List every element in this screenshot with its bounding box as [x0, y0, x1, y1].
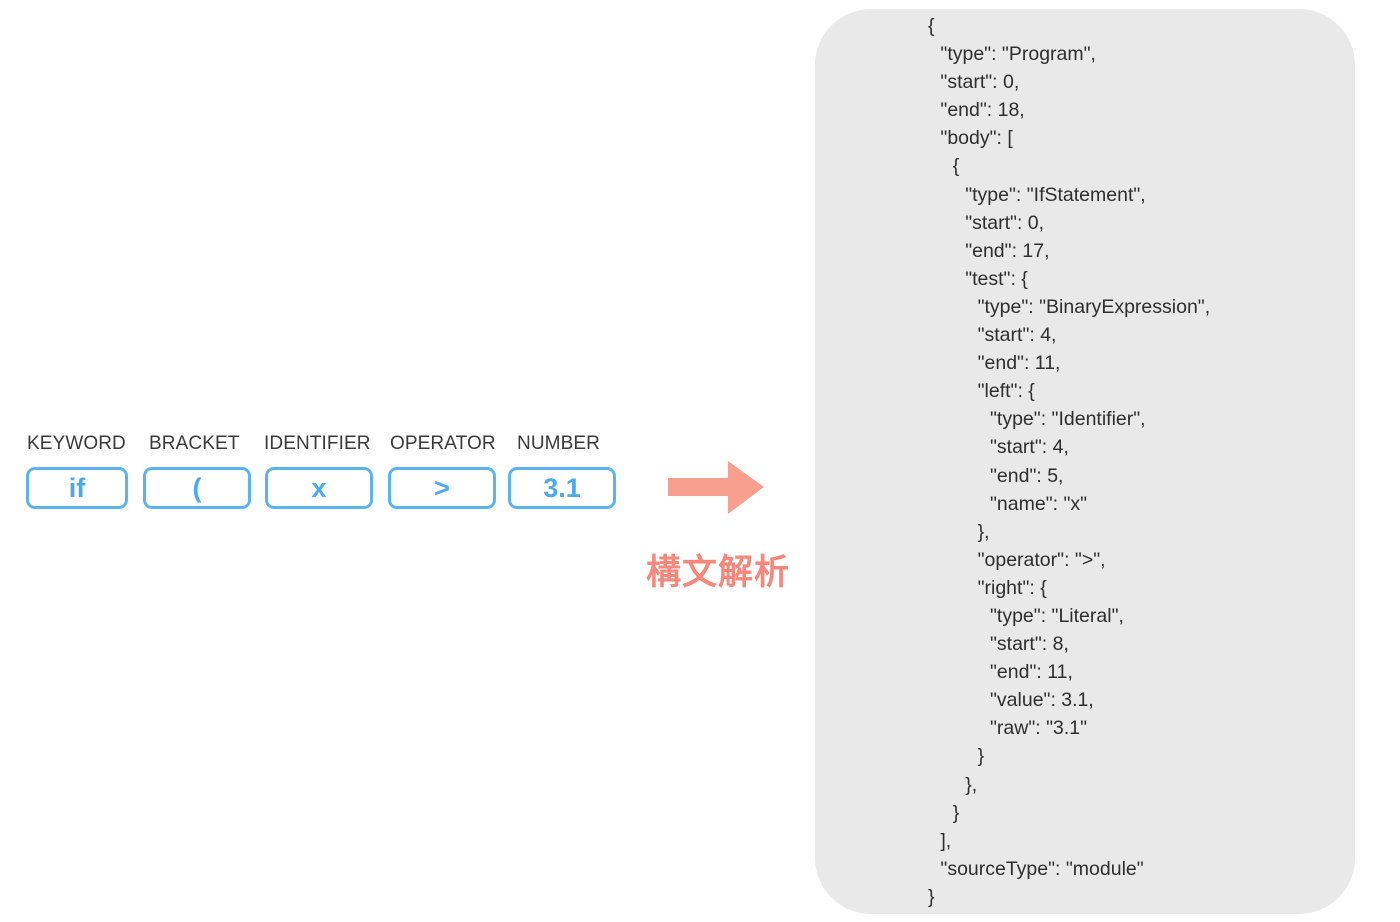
ast-line: "operator": ">", — [977, 548, 1106, 571]
ast-line: "name": "x" — [990, 492, 1088, 515]
ast-line: "left": { — [977, 380, 1035, 403]
token-value-operator: > — [434, 472, 450, 503]
token-type-number: NUMBER — [517, 433, 600, 454]
ast-line: } — [952, 801, 960, 824]
ast-line: "type": "IfStatement", — [965, 183, 1146, 206]
ast-line: }, — [977, 520, 990, 543]
token-value-identifier: x — [311, 472, 327, 503]
ast-line: "raw": "3.1" — [990, 717, 1088, 740]
parse-label: 構文解析 — [646, 553, 791, 593]
ast-line: "right": { — [977, 576, 1047, 599]
ast-line: "start": 4, — [990, 436, 1069, 459]
ast-line: "type": "Identifier", — [990, 408, 1146, 431]
ast-line: } — [977, 745, 985, 768]
token-type-keyword: KEYWORD — [27, 433, 126, 454]
ast-line: ], — [940, 829, 952, 852]
token-value-keyword: if — [68, 472, 86, 503]
ast-line: "sourceType": "module" — [940, 857, 1144, 880]
ast-line: { — [952, 155, 960, 178]
ast-line: "end": 18, — [940, 99, 1025, 122]
token-type-identifier: IDENTIFIER — [264, 433, 371, 454]
token-box-number: 3.1 — [508, 467, 616, 509]
ast-line: }, — [965, 773, 978, 796]
ast-json: {"type": "Program","start": 0,"end": 18,… — [928, 12, 1210, 911]
ast-line: "end": 17, — [965, 239, 1050, 262]
ast-line: "start": 4, — [977, 324, 1057, 347]
token-box-identifier: x — [265, 467, 373, 509]
ast-line: "test": { — [965, 267, 1028, 290]
ast-line: "end": 5, — [990, 464, 1064, 487]
ast-line: "type": "Literal", — [990, 604, 1124, 627]
token-value-bracket: ( — [192, 472, 202, 503]
ast-line: "value": 3.1, — [990, 689, 1094, 712]
ast-line: "start": 0, — [940, 71, 1020, 94]
ast-line: { — [928, 15, 935, 37]
token-box-bracket: ( — [143, 467, 251, 509]
ast-line: "type": "Program", — [940, 43, 1096, 66]
ast-line: } — [928, 885, 935, 908]
token-type-operator: OPERATOR — [390, 433, 496, 454]
token-type-bracket: BRACKET — [149, 433, 240, 454]
ast-panel — [815, 9, 1355, 914]
token-value-number: 3.1 — [543, 472, 581, 503]
ast-line: "start": 0, — [965, 211, 1045, 234]
token-box-operator: > — [388, 467, 496, 509]
token-box-keyword: if — [26, 467, 128, 509]
ast-line: "end": 11, — [990, 661, 1073, 684]
ast-line: "type": "BinaryExpression", — [977, 295, 1211, 318]
ast-line: "body": [ — [940, 127, 1013, 150]
right-arrow-icon — [668, 461, 764, 514]
ast-line: "start": 8, — [990, 633, 1069, 656]
ast-line: "end": 11, — [977, 352, 1061, 375]
